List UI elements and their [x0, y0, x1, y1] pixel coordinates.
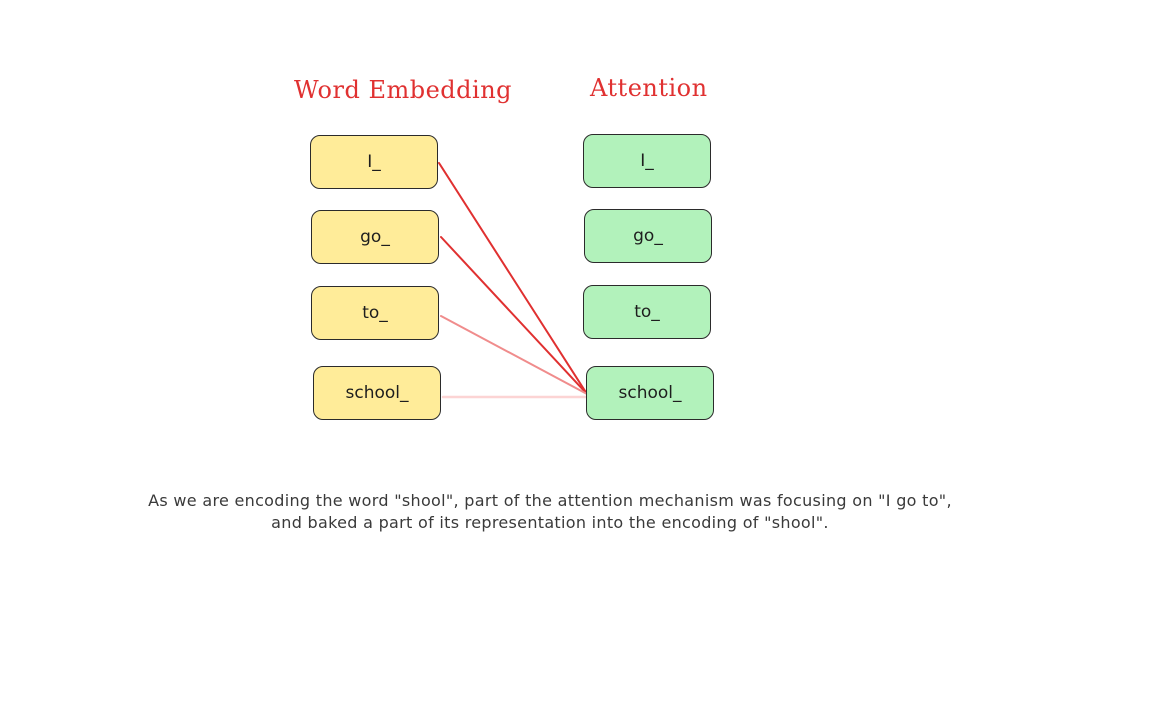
attention-token-to: to_ [583, 285, 711, 339]
attention-heading: Attention [590, 74, 708, 102]
embedding-token-to: to_ [311, 286, 439, 340]
embedding-token-i: I_ [310, 135, 438, 189]
embedding-token-go: go_ [311, 210, 439, 264]
caption-line-1: As we are encoding the word "shool", par… [148, 491, 952, 510]
attention-link-go-stroke [441, 237, 587, 394]
word-embedding-heading: Word Embedding [294, 76, 513, 104]
attention-link-i-stroke [439, 163, 587, 394]
caption-line-2: and baked a part of its representation i… [271, 513, 829, 532]
attention-token-i: I_ [583, 134, 711, 188]
embedding-token-school: school_ [313, 366, 441, 420]
attention-token-go: go_ [584, 209, 712, 263]
attention-link-to [440, 315, 588, 395]
attention-token-school: school_ [586, 366, 714, 420]
